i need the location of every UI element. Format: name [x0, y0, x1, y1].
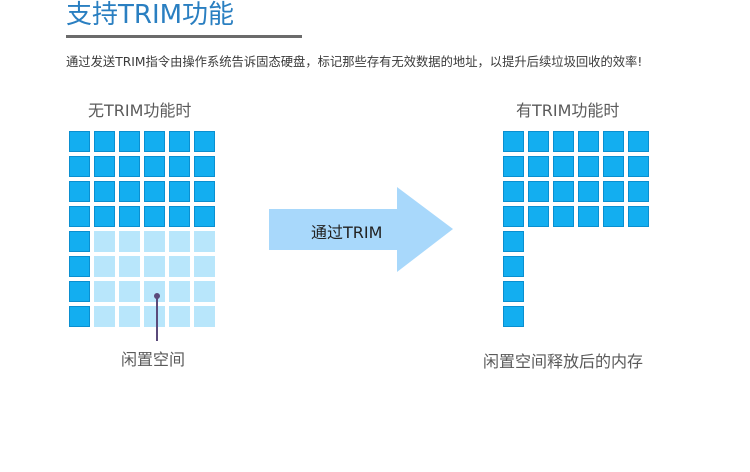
used-block — [528, 181, 549, 202]
free-block — [144, 306, 165, 327]
used-block — [603, 156, 624, 177]
used-block — [503, 156, 524, 177]
used-block — [94, 131, 115, 152]
free-block — [144, 231, 165, 252]
free-space-pointer-line — [156, 298, 158, 341]
free-block — [119, 281, 140, 302]
used-block — [553, 181, 574, 202]
used-block — [503, 206, 524, 227]
free-block — [169, 231, 190, 252]
used-block — [169, 206, 190, 227]
used-block — [144, 156, 165, 177]
used-block — [194, 181, 215, 202]
used-block — [119, 181, 140, 202]
used-block — [144, 131, 165, 152]
page-title: 支持TRIM功能 — [66, 0, 235, 30]
without-trim-label: 无TRIM功能时 — [88, 101, 192, 120]
free-block — [94, 231, 115, 252]
used-block — [528, 131, 549, 152]
trim-arrow-shape — [269, 187, 453, 272]
used-block — [578, 181, 599, 202]
free-block — [194, 231, 215, 252]
used-block — [169, 156, 190, 177]
used-block — [69, 306, 90, 327]
used-block — [94, 181, 115, 202]
used-block — [578, 206, 599, 227]
used-block — [503, 131, 524, 152]
used-block — [503, 256, 524, 277]
used-block — [628, 156, 649, 177]
used-block — [119, 156, 140, 177]
free-block — [119, 256, 140, 277]
used-block — [628, 131, 649, 152]
free-block — [194, 306, 215, 327]
used-block — [553, 131, 574, 152]
free-block — [119, 231, 140, 252]
used-block — [69, 231, 90, 252]
used-block — [503, 231, 524, 252]
free-block — [169, 256, 190, 277]
used-block — [144, 206, 165, 227]
description-text: 通过发送TRIM指令由操作系统告诉固态硬盘，标记那些存有无效数据的地址，以提升后… — [66, 55, 643, 69]
used-block — [553, 156, 574, 177]
with-trim-label: 有TRIM功能时 — [516, 101, 620, 120]
free-block — [94, 281, 115, 302]
used-block — [194, 206, 215, 227]
used-block — [69, 256, 90, 277]
used-block — [603, 206, 624, 227]
free-space-pointer-dot — [154, 293, 160, 299]
used-block — [69, 156, 90, 177]
free-space-label: 闲置空间 — [121, 350, 186, 369]
used-block — [503, 181, 524, 202]
used-block — [169, 181, 190, 202]
used-block — [119, 206, 140, 227]
used-block — [603, 131, 624, 152]
trim-arrow-label: 通过TRIM — [311, 223, 383, 242]
free-block — [194, 256, 215, 277]
used-block — [578, 156, 599, 177]
used-block — [628, 181, 649, 202]
free-block — [94, 306, 115, 327]
used-block — [578, 131, 599, 152]
free-block — [169, 281, 190, 302]
free-block — [194, 281, 215, 302]
free-block — [94, 256, 115, 277]
free-block — [144, 281, 165, 302]
free-block — [144, 256, 165, 277]
used-block — [194, 131, 215, 152]
used-block — [553, 206, 574, 227]
used-block — [169, 131, 190, 152]
used-block — [603, 181, 624, 202]
used-block — [94, 206, 115, 227]
used-block — [528, 206, 549, 227]
used-block — [503, 281, 524, 302]
trim-arrow — [269, 187, 453, 272]
used-block — [194, 156, 215, 177]
used-block — [144, 181, 165, 202]
title-underline — [66, 35, 302, 38]
used-block — [69, 181, 90, 202]
used-block — [69, 131, 90, 152]
used-block — [69, 281, 90, 302]
used-block — [628, 206, 649, 227]
free-block — [169, 306, 190, 327]
used-block — [503, 306, 524, 327]
used-block — [94, 156, 115, 177]
used-block — [69, 206, 90, 227]
used-block — [528, 156, 549, 177]
used-block — [119, 131, 140, 152]
released-memory-label: 闲置空间释放后的内存 — [483, 352, 644, 371]
free-block — [119, 306, 140, 327]
